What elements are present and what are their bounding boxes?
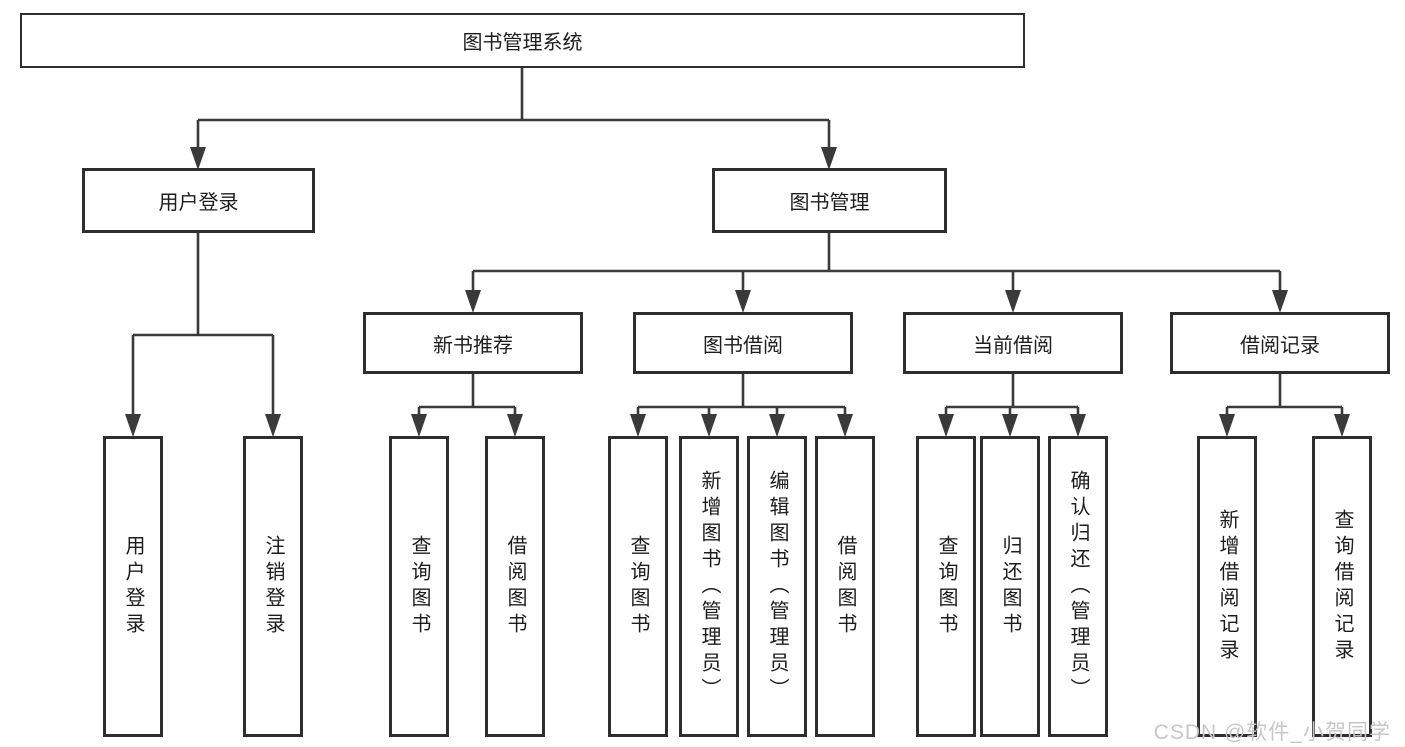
arrowhead-icon <box>1334 414 1350 437</box>
arrowhead-icon <box>1002 414 1018 437</box>
leaf-return-book: 归还图书 <box>980 436 1040 737</box>
arrowhead-icon <box>701 414 717 437</box>
arrowhead-icon <box>630 414 646 437</box>
leaf-user-login: 用户登录 <box>103 436 163 737</box>
leaf-query-borrow-record: 查询借阅记录 <box>1312 436 1372 737</box>
node-book-management: 图书管理 <box>712 168 947 233</box>
connector <box>636 373 847 418</box>
leaf-borrow-books-borrowing: 借阅图书 <box>815 436 875 737</box>
arrowhead-icon <box>821 147 837 170</box>
arrowhead-icon <box>1005 290 1021 313</box>
leaf-confirm-return-admin: 确认归还（管理员） <box>1048 436 1108 737</box>
arrowhead-icon <box>837 414 853 437</box>
connector <box>1225 373 1344 418</box>
connector <box>196 66 831 150</box>
watermark: CSDN @软件_小贺同学 <box>1153 721 1391 744</box>
arrowhead-icon <box>507 414 523 437</box>
node-borrowing-records: 借阅记录 <box>1170 312 1390 374</box>
node-new-book-recommendation: 新书推荐 <box>363 312 583 374</box>
arrowhead-icon <box>125 414 141 437</box>
leaf-add-borrow-record: 新增借阅记录 <box>1197 436 1257 737</box>
leaf-query-books-recommend: 查询图书 <box>389 436 449 737</box>
arrowhead-icon <box>1219 414 1235 437</box>
leaf-logout: 注销登录 <box>243 436 303 737</box>
node-library-system: 图书管理系统 <box>20 13 1025 68</box>
arrowhead-icon <box>1070 414 1086 437</box>
connector <box>417 373 517 418</box>
arrowhead-icon <box>735 290 751 313</box>
connector <box>131 232 275 418</box>
arrowhead-icon <box>411 414 427 437</box>
leaf-query-books-borrowing: 查询图书 <box>608 436 668 737</box>
leaf-borrow-books-recommend: 借阅图书 <box>485 436 545 737</box>
arrowhead-icon <box>465 290 481 313</box>
node-user-login: 用户登录 <box>82 168 315 233</box>
arrowhead-icon <box>769 414 785 437</box>
node-current-borrowing: 当前借阅 <box>903 312 1123 374</box>
leaf-query-books-current: 查询图书 <box>916 436 976 737</box>
connector <box>944 373 1080 418</box>
arrowhead-icon <box>190 147 206 170</box>
leaf-add-book-admin: 新增图书（管理员） <box>679 436 739 737</box>
arrowhead-icon <box>265 414 281 437</box>
node-book-borrowing: 图书借阅 <box>633 312 853 374</box>
leaf-edit-book-admin: 编辑图书（管理员） <box>747 436 807 737</box>
arrowhead-icon <box>938 414 954 437</box>
connector <box>471 232 1282 292</box>
arrowhead-icon <box>1272 290 1288 313</box>
